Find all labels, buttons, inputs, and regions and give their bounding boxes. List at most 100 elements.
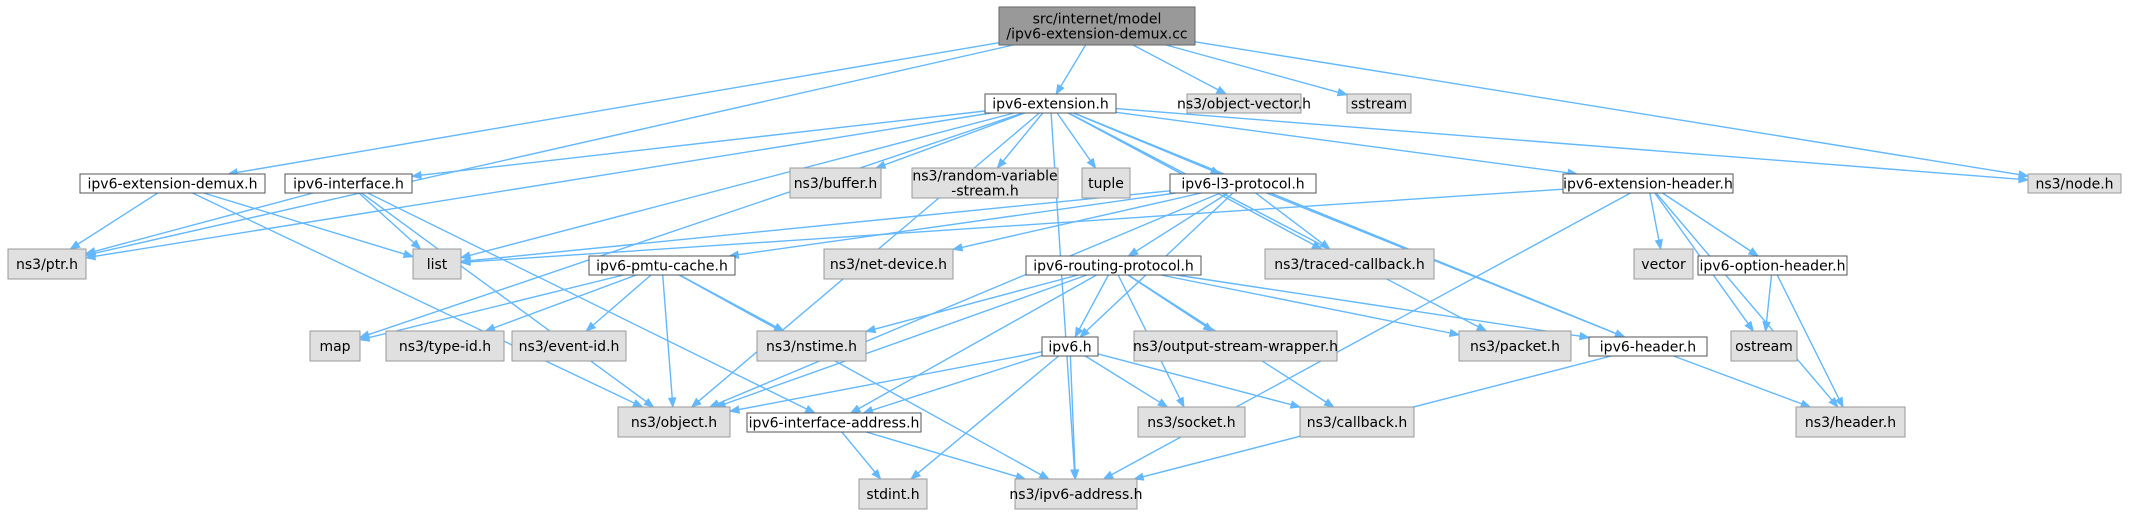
edge-routing-h-to-ipv6-h (1074, 274, 1110, 339)
arrow-head-icon (1654, 238, 1663, 251)
node-randvar[interactable]: ns3/random-variable-stream.h (911, 167, 1059, 200)
edge-ifaddr-h-to-stdint (841, 431, 882, 481)
node-box (1299, 406, 1415, 438)
node-box (1041, 336, 1099, 357)
node-box (1730, 330, 1798, 362)
arrow-head-icon (84, 247, 97, 256)
node-label: ns3/net-device.h (830, 257, 947, 273)
node-node[interactable]: ns3/node.h (2027, 173, 2122, 194)
node-map[interactable]: map (309, 330, 361, 362)
node-exthdr-h[interactable]: ipv6-extension-header.h (1562, 173, 1734, 194)
node-ptr[interactable]: ns3/ptr.h (7, 248, 87, 280)
node-eventid[interactable]: ns3/event-id.h (511, 330, 627, 362)
edge-iface-h-to-ifaddr-h (367, 192, 816, 414)
node-label: ipv6-option-header.h (1700, 259, 1846, 275)
edge-ext-h-to-map (358, 112, 1023, 339)
node-callback[interactable]: ns3/callback.h (1299, 406, 1415, 438)
edge-ext-h-to-packet (1068, 112, 1488, 332)
node-label: ns3/type-id.h (399, 339, 491, 355)
node-main[interactable]: src/internet/model/ipv6-extension-demux.… (998, 6, 1196, 46)
arrow-head-icon (484, 323, 496, 332)
node-label: ipv6.h (1048, 340, 1091, 356)
node-label: ns3/node.h (2035, 177, 2113, 193)
edge-line (1078, 274, 1110, 330)
edge-iface-h-to-list (358, 192, 422, 250)
arrow-head-icon (1448, 328, 1461, 338)
node-box (1081, 167, 1131, 199)
edge-line (236, 42, 1000, 174)
node-stdint[interactable]: stdint.h (858, 478, 928, 510)
edge-line (1655, 192, 1833, 401)
edge-ext-h-to-exthdr-h (1115, 111, 1579, 177)
node-addr[interactable]: ns3/ipv6-address.h (1009, 478, 1143, 510)
node-nstime[interactable]: ns3/nstime.h (756, 330, 867, 362)
node-demux-h[interactable]: ipv6-extension-demux.h (79, 173, 266, 194)
node-box (1137, 406, 1246, 438)
node-tuple[interactable]: tuple (1081, 167, 1131, 199)
node-sstream[interactable]: sstream (1346, 93, 1412, 114)
node-object[interactable]: ns3/object.h (617, 406, 731, 438)
node-buffer[interactable]: ns3/buffer.h (789, 167, 882, 199)
arrow-head-icon (632, 399, 644, 408)
edge-ext-h-to-list (459, 112, 1015, 260)
edge-routing-h-to-hdr-h (1176, 274, 1591, 341)
edge-line (1255, 192, 1323, 245)
node-l3-h[interactable]: ipv6-l3-protocol.h (1169, 173, 1317, 194)
node-packet[interactable]: ns3/packet.h (1458, 330, 1572, 362)
node-box (412, 248, 462, 280)
node-objvec[interactable]: ns3/object-vector.h (1177, 93, 1311, 114)
node-box (79, 173, 266, 194)
node-box (911, 167, 1059, 199)
node-netdev[interactable]: ns3/net-device.h (823, 248, 954, 280)
edge-line (94, 192, 314, 252)
edge-opthdr-h-to-ostream (1762, 274, 1773, 333)
edge-line (1194, 41, 2020, 176)
node-opthdr-h[interactable]: ipv6-option-header.h (1697, 255, 1848, 276)
edge-line (192, 192, 635, 404)
arrow-head-icon (1176, 396, 1185, 409)
node-ext-h[interactable]: ipv6-extension.h (984, 93, 1117, 114)
node-label: ipv6-pmtu-cache.h (596, 259, 728, 275)
node-box (1633, 248, 1694, 280)
node-ifaddr-h[interactable]: ipv6-interface-address.h (746, 412, 922, 433)
arrow-head-icon (1157, 398, 1169, 408)
edge-line (1776, 274, 1840, 400)
edge-ext-h-to-node (1115, 107, 2030, 184)
node-ostream[interactable]: ostream (1730, 330, 1798, 362)
edge-line (738, 192, 1176, 256)
node-label: ns3/random-variable (912, 169, 1057, 185)
node-osw[interactable]: ns3/output-stream-wrapper.h (1133, 330, 1338, 362)
node-routing-h[interactable]: ipv6-routing-protocol.h (1025, 255, 1202, 276)
node-label: ipv6-l3-protocol.h (1181, 177, 1304, 193)
arrow-head-icon (1215, 85, 1228, 95)
edge-main-to-sstream (1165, 44, 1349, 97)
node-pmtu-h[interactable]: ipv6-pmtu-cache.h (588, 255, 736, 276)
arrow-head-icon (667, 397, 677, 409)
edge-line (841, 431, 876, 473)
edge-line (917, 355, 1060, 474)
node-label: tuple (1088, 176, 1124, 192)
node-label: ns3/header.h (1805, 415, 1896, 431)
edge-line (1649, 192, 1660, 241)
node-socket[interactable]: ns3/socket.h (1137, 406, 1246, 438)
node-label: stdint.h (866, 487, 919, 503)
arrow-head-icon (1336, 88, 1349, 97)
node-box (511, 330, 627, 362)
node-traced[interactable]: ns3/traced-callback.h (1264, 248, 1435, 280)
node-list[interactable]: list (412, 248, 462, 280)
arrow-head-icon (402, 249, 415, 258)
edge-exthdr-h-to-vector (1649, 192, 1663, 251)
edge-pmtu-h-to-eventid (585, 274, 652, 332)
node-label: map (319, 339, 350, 355)
node-label: ns3/packet.h (1470, 339, 1560, 355)
node-ipv6-h[interactable]: ipv6.h (1041, 336, 1099, 357)
arrow-head-icon (410, 239, 422, 250)
node-header[interactable]: ns3/header.h (1795, 406, 1906, 438)
node-vector[interactable]: vector (1633, 248, 1694, 280)
node-iface-h[interactable]: ipv6-interface.h (284, 173, 413, 194)
node-label: ns3/nstime.h (766, 339, 857, 355)
arrow-head-icon (996, 157, 1007, 170)
edge-demux-h-to-object (192, 192, 644, 408)
node-typeid[interactable]: ns3/type-id.h (385, 330, 505, 362)
node-hdr-h[interactable]: ipv6-header.h (1588, 336, 1708, 357)
